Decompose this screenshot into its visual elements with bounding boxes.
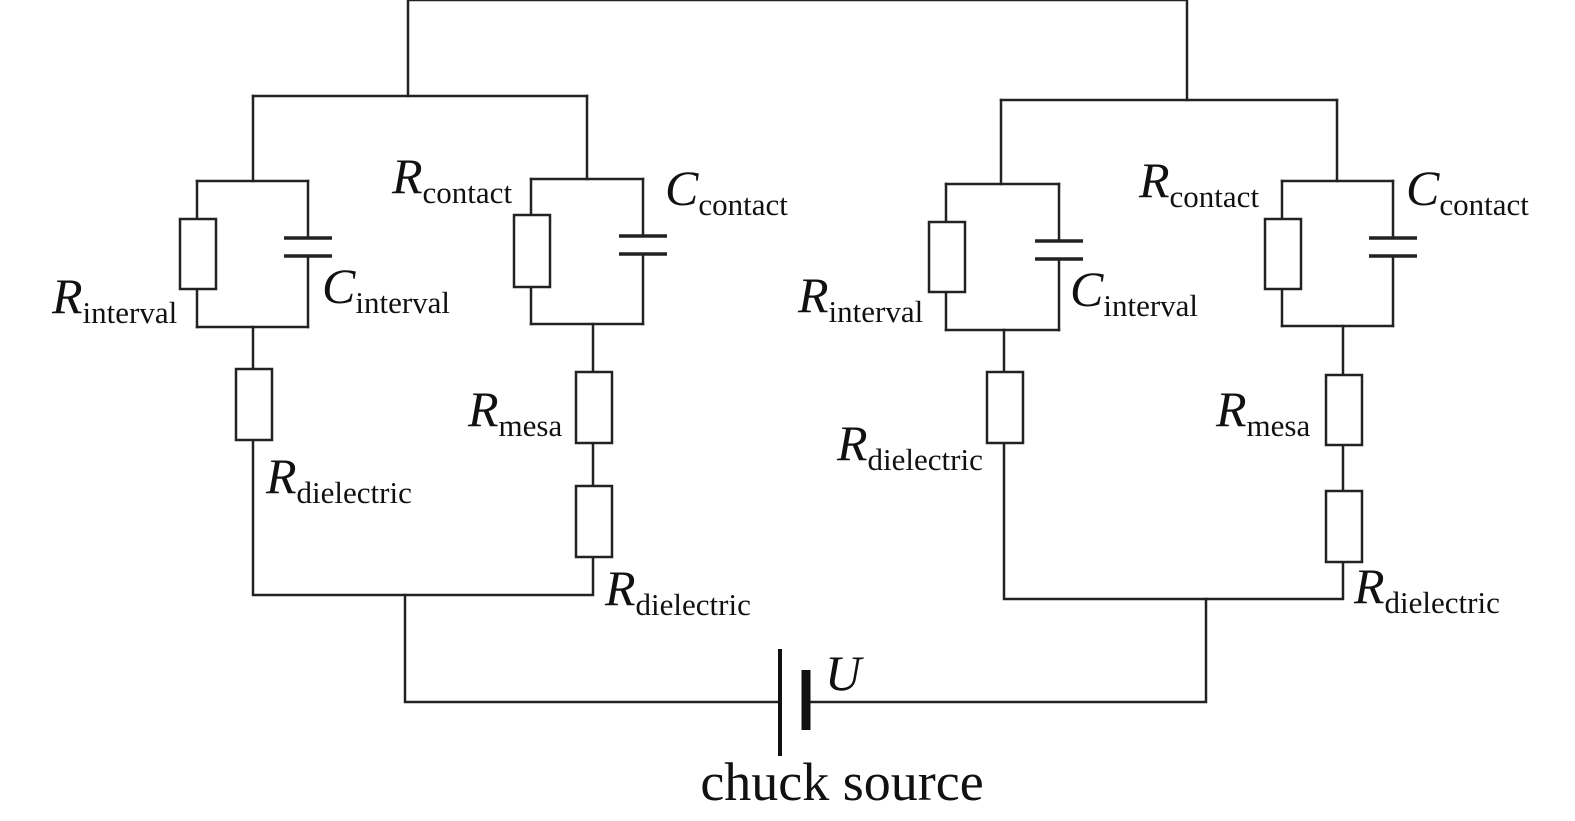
right-r-interval-label: Rinterval xyxy=(797,267,923,329)
left-r-contact-resistor xyxy=(512,213,552,289)
left-c-contact-label: Ccontact xyxy=(665,160,788,222)
left-c-interval-label: Cinterval xyxy=(322,258,450,320)
left-r-dielectric-2-label: Rdielectric xyxy=(604,560,751,622)
diagram-caption: chuck source xyxy=(700,752,983,812)
battery-source xyxy=(778,649,811,756)
wires xyxy=(195,0,1395,704)
right-r-dielectric-1-resistor xyxy=(985,370,1025,445)
left-r-contact-label: Rcontact xyxy=(391,148,512,210)
left-r-dielectric-1-resistor xyxy=(234,367,274,442)
left-r-mesa-label: Rmesa xyxy=(467,381,562,443)
left-c-contact-capacitor xyxy=(619,234,667,256)
right-c-contact-label: Ccontact xyxy=(1406,160,1529,222)
right-r-contact-resistor xyxy=(1263,217,1303,291)
right-r-dielectric-2-resistor xyxy=(1324,489,1364,564)
right-c-interval-capacitor xyxy=(1035,239,1083,261)
right-r-interval-resistor xyxy=(927,220,967,294)
right-bottom-loop xyxy=(1002,441,1345,601)
left-c-interval-capacitor xyxy=(284,236,332,258)
top-link-wire xyxy=(406,0,1189,102)
right-c-interval-label: Cinterval xyxy=(1070,261,1198,323)
resistors xyxy=(178,213,1364,564)
left-r-dielectric-2-resistor xyxy=(574,484,614,559)
right-c-contact-capacitor xyxy=(1369,236,1417,258)
capacitors xyxy=(284,234,1417,261)
right-r-mesa-label: Rmesa xyxy=(1215,381,1310,443)
source-left-wire xyxy=(403,593,782,704)
right-r-dielectric-2-label: Rdielectric xyxy=(1353,558,1500,620)
labels: Rinterval Cinterval Rcontact Ccontact Rd… xyxy=(51,148,1529,812)
left-r-interval-label: Rinterval xyxy=(51,268,177,330)
right-r-mesa-resistor xyxy=(1324,373,1364,447)
left-r-interval-resistor xyxy=(178,217,218,291)
source-voltage-label: U xyxy=(825,645,864,701)
source-right-wire xyxy=(804,597,1208,704)
right-r-dielectric-1-label: Rdielectric xyxy=(836,415,983,477)
left-bottom-loop xyxy=(251,438,595,597)
left-r-dielectric-1-label: Rdielectric xyxy=(265,448,412,510)
right-r-contact-label: Rcontact xyxy=(1138,152,1259,214)
left-r-mesa-resistor xyxy=(574,370,614,445)
